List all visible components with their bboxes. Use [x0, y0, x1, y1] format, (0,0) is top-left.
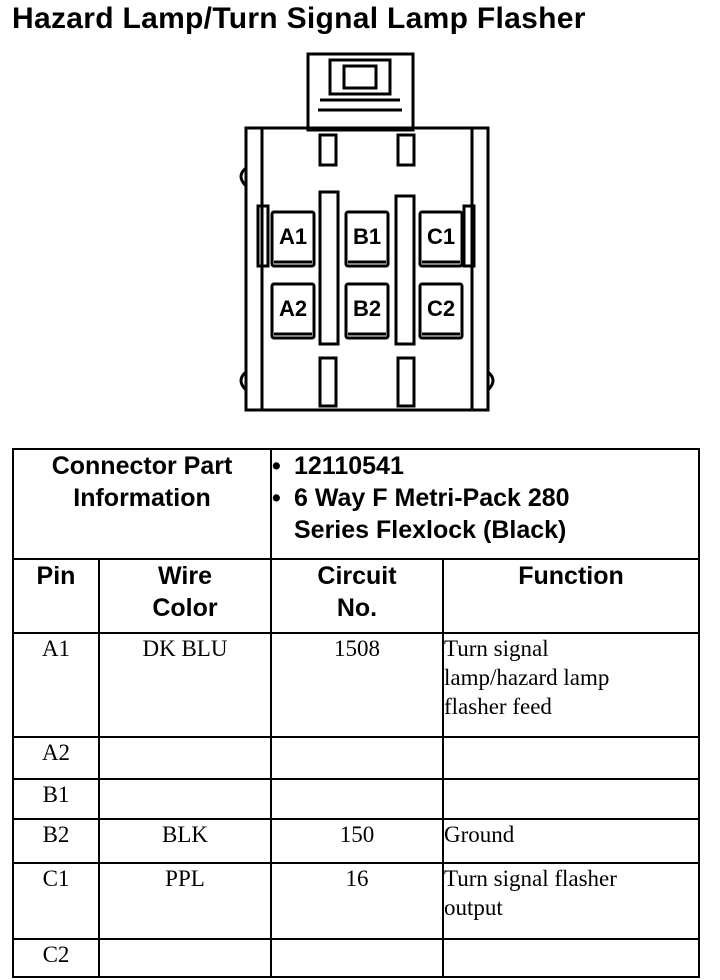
table-row: B1 [12, 778, 700, 820]
table-row: A2 [12, 736, 700, 780]
part-number: •12110541 [272, 452, 404, 480]
cavity-c1 [418, 210, 464, 268]
cavity-c2 [418, 282, 464, 340]
connector-info-table: Connector Part Information •12110541 •6 … [12, 448, 700, 978]
page-title: Hazard Lamp/Turn Signal Lamp Flasher [12, 2, 586, 35]
table-row: B2 BLK 150 Ground [12, 818, 700, 864]
pin-label-a2: A2 [279, 296, 307, 321]
table-row: C2 [12, 938, 700, 978]
cavity-b1 [344, 210, 390, 268]
pin-label-b1: B1 [353, 224, 381, 249]
connector-part-info-values: •12110541 •6 Way F Metri-Pack 280 Series… [270, 448, 700, 560]
function-column-header: Function [442, 558, 700, 634]
pin-column-header: Pin [12, 558, 100, 634]
connector-series: Series Flexlock (Black) [294, 516, 567, 544]
pin-label-b2: B2 [353, 296, 381, 321]
cavity-b2 [344, 282, 390, 340]
connector-diagram: A1 B1 C1 A2 B2 C2 [239, 52, 495, 412]
pin-label-c2: C2 [427, 296, 455, 321]
pin-label-a1: A1 [279, 224, 307, 249]
cavity-a2 [270, 282, 316, 340]
connector-part-info-label: Connector Part Information [12, 448, 272, 560]
connector-type: •6 Way F Metri-Pack 280 [272, 484, 570, 512]
cavity-a1 [270, 210, 316, 268]
pin-label-c1: C1 [427, 224, 455, 249]
